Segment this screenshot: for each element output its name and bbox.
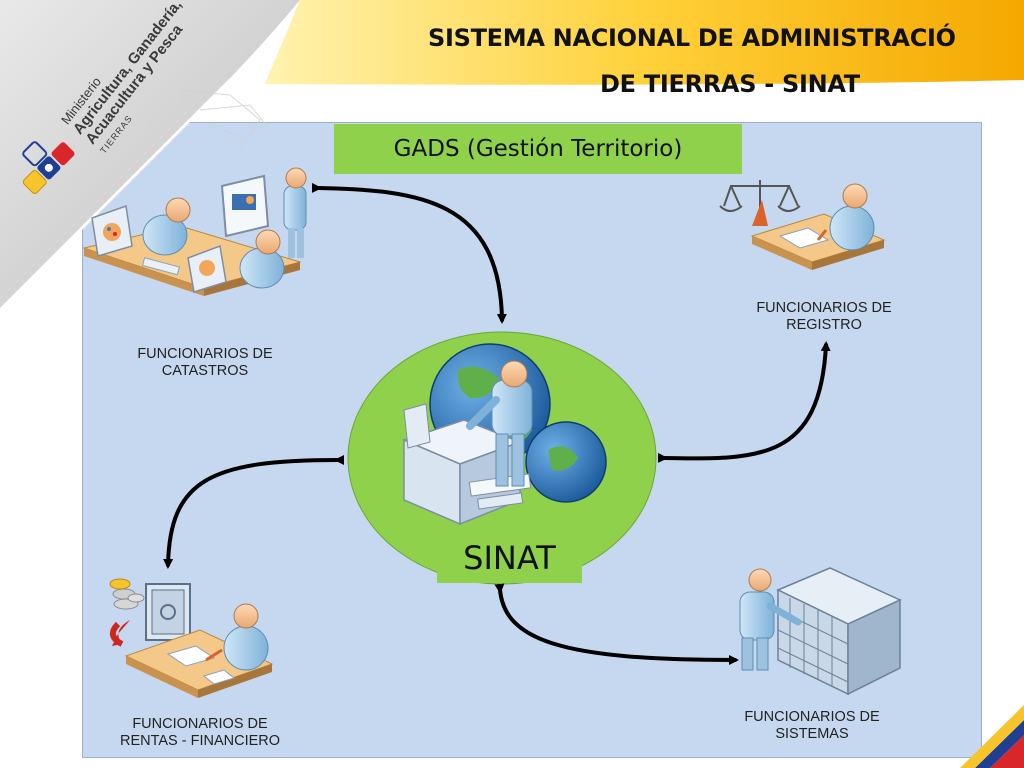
label-sistemas-line1: FUNCIONARIOS DE [744,709,880,725]
label-catastros-line1: FUNCIONARIOS DE [137,346,273,362]
flag-corner-icon [960,705,1024,768]
ministry-logo-icon [22,141,75,194]
label-rentas-line1: FUNCIONARIOS DE [132,716,268,732]
label-rentas-line2: RENTAS - FINANCIERO [119,733,281,749]
sinat-illustration [401,343,607,526]
label-registro-line1: FUNCIONARIOS DE [756,300,892,316]
grey-swoosh [0,0,300,310]
coins-icon [109,578,145,610]
arrow-sistemas [494,583,739,665]
label-registro: FUNCIONARIOS DE REGISTRO [718,300,930,334]
gads-box: GADS (Gestión Territorio) [334,124,742,174]
label-catastros-line2: CATASTROS [161,363,249,379]
slide-title-line1: SISTEMA NACIONAL DE ADMINISTRACIÓ [428,24,956,52]
rentas-illustration [109,578,274,698]
label-sistemas: FUNCIONARIOS DE SISTEMAS [706,709,918,743]
registro-illustration [719,180,886,270]
sistemas-illustration [739,567,902,696]
arrow-gads-sinat [311,182,507,324]
yellow-band [265,0,1024,85]
arrow-catastros-rentas [163,454,345,569]
label-sistemas-line2: SISTEMAS [775,726,849,742]
catastros-illustration [82,167,307,296]
label-rentas: FUNCIONARIOS DE RENTAS - FINANCIERO [84,716,316,750]
label-registro-line2: REGISTRO [786,317,862,333]
sinat-label: SINAT [437,533,582,583]
label-catastros: FUNCIONARIOS DE CATASTROS [100,346,310,380]
slide-title-line2: DE TIERRAS - SINAT [600,70,860,98]
arrow-registro [657,341,831,463]
